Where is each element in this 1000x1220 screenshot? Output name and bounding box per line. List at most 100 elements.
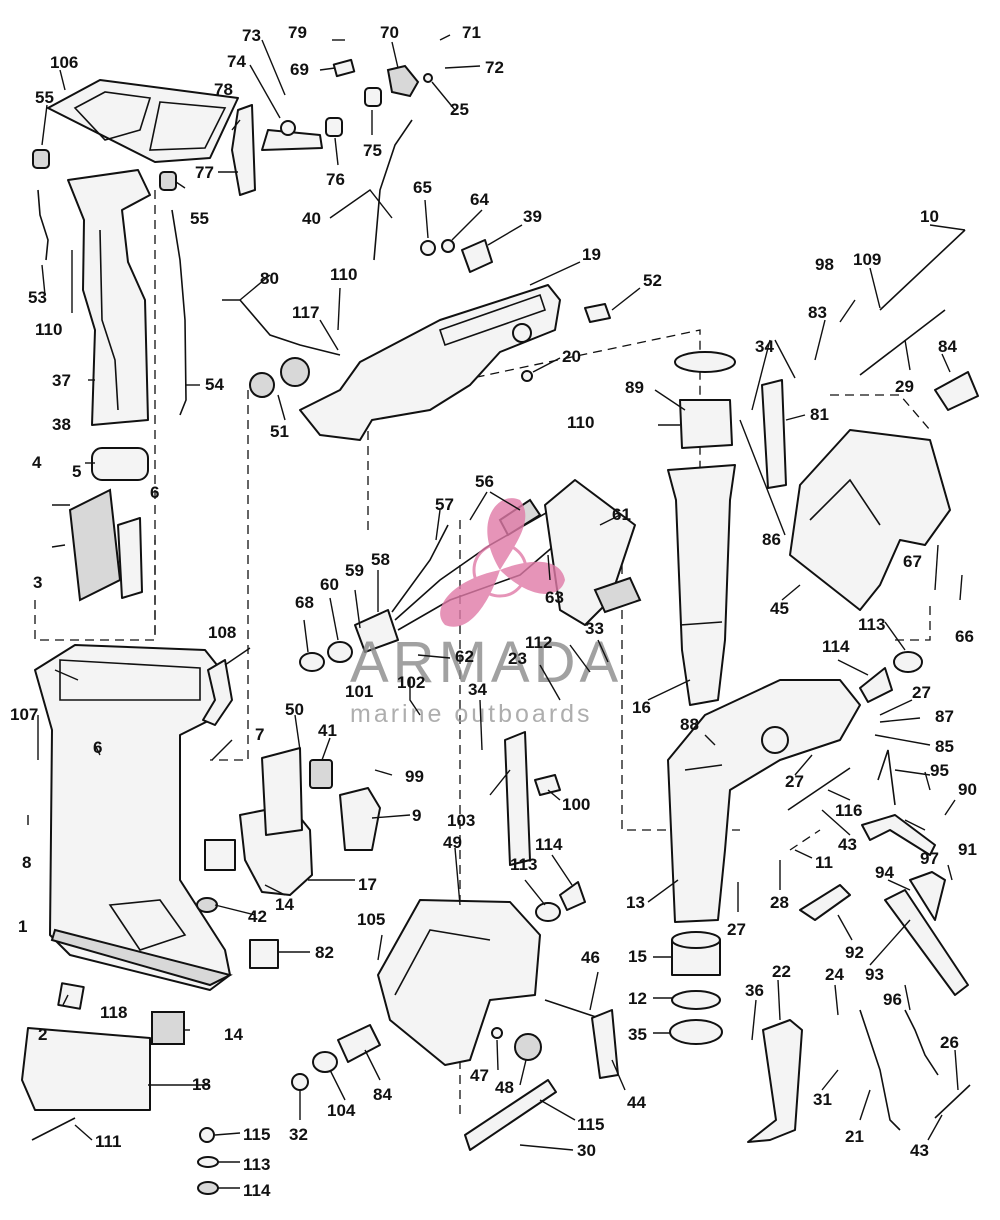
part-label: 65 (413, 178, 432, 197)
part-40-shift-rod (373, 119, 413, 261)
part-16-89-steering-tube (667, 351, 736, 706)
part-label: 84 (938, 337, 957, 356)
part-label: 17 (358, 875, 377, 894)
part-label: 92 (845, 943, 864, 962)
part-label: 112 (525, 633, 552, 652)
part-label: 33 (585, 619, 604, 638)
part-label: 113 (243, 1155, 270, 1174)
part-47-48 (491, 1027, 542, 1061)
armada-watermark: ARMADA marine outboards (350, 498, 618, 728)
part-label: 106 (50, 53, 78, 72)
part-label: 11 (815, 853, 833, 872)
part-label: 85 (935, 737, 954, 756)
part-label: 81 (810, 405, 829, 424)
part-label: 5 (72, 462, 81, 481)
part-label: 24 (825, 965, 844, 984)
part-53-54-tubes (37, 189, 187, 416)
part-label: 91 (958, 840, 977, 859)
part-label: 68 (295, 593, 314, 612)
part-label: 86 (762, 530, 781, 549)
part-label: 104 (327, 1101, 356, 1120)
part-label: 21 (845, 1127, 864, 1146)
part-label: 49 (443, 833, 462, 852)
part-84-104-32 (291, 1024, 381, 1091)
part-label: 6 (93, 738, 102, 757)
part-label: 23 (508, 649, 527, 668)
part-116-rod (787, 767, 851, 811)
part-label: 83 (808, 303, 827, 322)
part-label: 38 (52, 415, 71, 434)
part-label: 51 (270, 422, 289, 441)
part-label: 100 (562, 795, 590, 814)
part-label: 7 (255, 725, 264, 744)
part-label: 35 (628, 1025, 647, 1044)
part-5-6-block (68, 488, 143, 602)
part-label: 61 (612, 505, 631, 524)
part-80-51-wires (222, 299, 341, 398)
part-label: 69 (290, 60, 309, 79)
part-label: 97 (920, 849, 939, 868)
part-label: 31 (813, 1090, 832, 1109)
part-label: 16 (632, 698, 651, 717)
part-label: 28 (770, 893, 789, 912)
part-37-exhaust-tube (67, 169, 151, 426)
part-label: 98 (815, 255, 834, 274)
part-106-gasket (47, 79, 239, 163)
part-label: 13 (626, 893, 645, 912)
part-label: 90 (958, 780, 977, 799)
part-label: 109 (853, 250, 881, 269)
part-label: 110 (567, 413, 594, 432)
part-label: 36 (745, 981, 764, 1000)
part-label: 39 (523, 207, 542, 226)
part-label: 26 (940, 1033, 959, 1052)
part-label: 55 (190, 209, 209, 228)
part-label: 84 (373, 1085, 392, 1104)
part-label: 3 (33, 573, 42, 592)
part-label: 113 (510, 855, 537, 874)
part-label: 12 (628, 989, 647, 1008)
leader-lines (27, 34, 966, 1189)
part-label: 60 (320, 575, 339, 594)
part-label: 42 (248, 907, 267, 926)
part-113-114-right (859, 651, 923, 703)
part-91-94-bracket (799, 749, 969, 996)
part-label: 99 (405, 767, 424, 786)
part-label: 63 (545, 588, 564, 607)
part-label: 67 (903, 552, 922, 571)
part-49-stern-bracket-center (377, 899, 541, 1066)
part-number-labels: 1 2 3 4 5 6 6 7 8 9 10 11 12 13 14 14 15… (10, 23, 977, 1200)
part-55-plugs (32, 149, 177, 191)
part-label: 8 (22, 853, 31, 872)
part-label: 50 (285, 700, 304, 719)
part-39-64-65 (420, 239, 493, 273)
part-label: 96 (883, 990, 902, 1009)
part-label: 43 (838, 835, 857, 854)
part-label: 47 (470, 1066, 489, 1085)
part-label: 82 (315, 943, 334, 962)
part-label: 89 (625, 378, 644, 397)
part-label: 27 (785, 772, 804, 791)
part-label: 52 (643, 271, 662, 290)
part-21-96-26 (859, 1009, 971, 1131)
part-label: 41 (318, 721, 337, 740)
part-45-stern-bracket-right (789, 429, 951, 611)
part-15-12-35-rings (669, 931, 723, 1045)
part-label: 66 (955, 627, 974, 646)
part-label: 79 (288, 23, 307, 42)
part-46-44-pin (544, 999, 619, 1079)
part-label: 29 (895, 377, 914, 396)
part-label: 19 (582, 245, 601, 264)
part-label: 94 (875, 863, 894, 882)
part-label: 1 (18, 917, 27, 936)
part-label: 71 (462, 23, 481, 42)
part-label: 9 (412, 806, 421, 825)
part-label: 34 (468, 680, 487, 699)
part-label: 27 (912, 683, 931, 702)
part-label: 77 (195, 163, 214, 182)
part-label: 78 (214, 80, 233, 99)
part-label: 32 (289, 1125, 308, 1144)
part-label: 34 (755, 337, 774, 356)
part-label: 114 (822, 637, 850, 656)
part-label: 59 (345, 561, 364, 580)
